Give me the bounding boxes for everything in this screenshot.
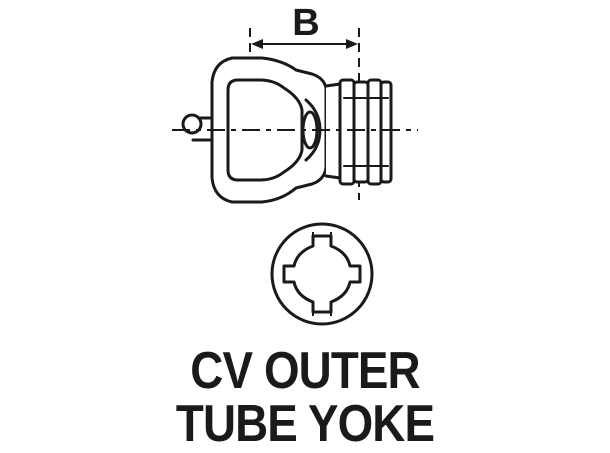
arrowhead-left (251, 39, 263, 49)
yoke-end-view (270, 222, 374, 326)
yoke-ear-window (226, 78, 304, 182)
spline-key-bottom (312, 302, 332, 316)
end-view-spline-profile (282, 234, 362, 314)
yoke-side-view (181, 56, 393, 204)
spline-key-top (312, 232, 332, 246)
caption-line-1: CV OUTER (190, 342, 420, 400)
grease-fitting (181, 113, 214, 142)
end-view-outer-circle (270, 222, 374, 326)
tube-ring-1 (338, 78, 356, 186)
tube-end-cap (379, 80, 393, 184)
caption-line-2: TUBE YOKE (175, 395, 435, 453)
arrowhead-right (346, 39, 358, 49)
tube-ring-3 (366, 78, 383, 186)
dimension-label-b: B (292, 2, 319, 44)
